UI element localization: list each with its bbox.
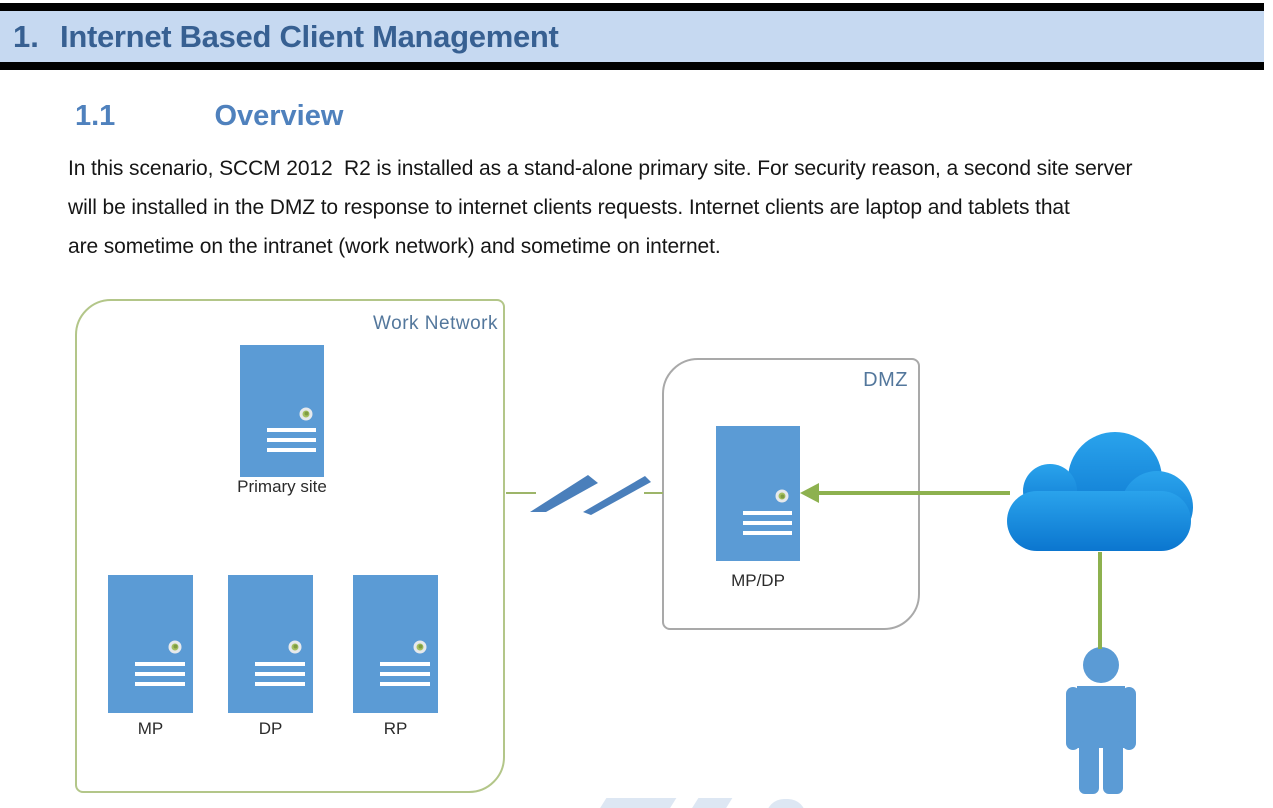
lightning-bolt-icon <box>530 475 651 515</box>
heading1-number: 1. <box>13 18 39 54</box>
server-vents-icon <box>742 511 793 541</box>
internet-cloud-icon <box>1007 432 1193 551</box>
server-icon-mpdp <box>716 426 800 561</box>
server-vents-icon <box>255 661 306 692</box>
internet-user-icon <box>1066 647 1136 794</box>
server-led-icon <box>288 640 302 654</box>
paragraph-line: are sometime on the intranet (work netwo… <box>68 235 721 258</box>
overview-paragraph: In this scenario, SCCM 2012 R2 is instal… <box>68 149 1273 266</box>
server-led-icon <box>413 640 427 654</box>
watermark-fragment <box>689 798 733 808</box>
paragraph-line: will be installed in the DMZ to response… <box>68 196 1070 219</box>
mpdp-label: MP/DP <box>731 571 785 590</box>
mp-label: MP <box>137 719 164 738</box>
server-icon-rp <box>353 575 438 713</box>
heading2: 1.1 Overview <box>75 100 1273 133</box>
paragraph-line: In this scenario, SCCM 2012 R2 is instal… <box>68 157 1133 180</box>
heading1-band: 1. Internet Based Client Management <box>0 3 1264 70</box>
server-icon-primary-site <box>240 345 324 477</box>
server-vents-icon <box>380 661 431 692</box>
server-icon-mp <box>108 575 193 713</box>
work-network-label: Work Network <box>373 313 498 334</box>
document-page: 1. Internet Based Client Management 1.1 … <box>0 3 1273 808</box>
server-led-icon <box>168 640 182 654</box>
heading2-title: Overview <box>214 100 344 132</box>
heading1-title: Internet Based Client Management <box>60 18 559 54</box>
server-vents-icon <box>266 428 317 458</box>
network-diagram: Work Network DMZ Primary site MP DP RP M… <box>0 271 1273 808</box>
watermark-fragment <box>597 798 677 808</box>
server-led-icon <box>775 489 789 503</box>
rp-label: RP <box>383 719 408 738</box>
server-icon-dp <box>228 575 313 713</box>
primary-site-label: Primary site <box>237 477 327 496</box>
server-led-icon <box>299 407 313 421</box>
heading2-number: 1.1 <box>75 100 116 132</box>
watermark-fragment <box>766 799 806 808</box>
dp-label: DP <box>258 719 283 738</box>
dmz-label: DMZ <box>863 369 908 391</box>
server-vents-icon <box>135 661 186 692</box>
